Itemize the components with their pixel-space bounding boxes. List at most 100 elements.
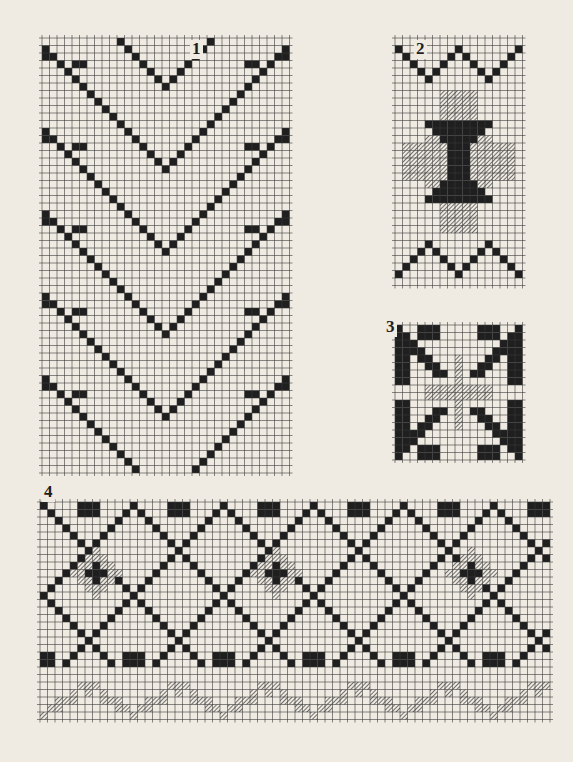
filled-stitch [303,660,311,668]
filled-stitch [408,585,416,593]
grid-line [470,35,471,289]
filled-stitch [453,510,461,518]
hatched-stitch [490,570,498,578]
filled-stitch [515,378,523,386]
grid-line [392,38,526,39]
grid-line [39,383,293,384]
filled-stitch [65,398,73,406]
filled-stitch [55,577,63,585]
filled-stitch [393,510,401,518]
filled-stitch [273,630,281,638]
filled-stitch [318,660,326,668]
filled-stitch [72,76,80,84]
filled-stitch [183,510,191,518]
filled-stitch [243,525,251,533]
hatched-stitch [440,98,448,106]
filled-stitch [385,517,393,525]
hatched-stitch [93,592,101,600]
filled-stitch [95,181,103,189]
grid-line [235,499,236,723]
grid-line [39,173,293,174]
grid-line [39,203,293,204]
filled-stitch [205,577,213,585]
hatched-stitch [455,211,463,219]
filled-stitch [418,423,426,431]
filled-stitch [448,166,456,174]
hatched-stitch [440,143,448,151]
hatched-stitch [453,562,461,570]
filled-stitch [505,577,513,585]
hatched-stitch [265,562,273,570]
filled-stitch [498,652,506,660]
hatched-stitch [70,690,78,698]
hatched-stitch [280,690,288,698]
filled-stitch [147,68,155,76]
filled-stitch [125,46,133,54]
hatched-stitch [403,158,411,166]
filled-stitch [185,61,193,69]
filled-stitch [498,660,506,668]
grid-line [37,667,553,668]
filled-stitch [245,226,253,234]
filled-stitch [207,121,215,129]
filled-stitch [207,203,215,211]
filled-stitch [535,502,543,510]
filled-stitch [265,502,273,510]
filled-stitch [185,391,193,399]
grid-line [392,150,526,151]
filled-stitch [463,196,471,204]
filled-stitch [515,430,523,438]
grid-line [39,450,293,451]
grid-line [70,499,71,723]
filled-stitch [93,562,101,570]
filled-stitch [418,430,426,438]
filled-stitch [162,166,170,174]
hatched-stitch [440,166,448,174]
filled-stitch [93,570,101,578]
grid-line [37,719,553,720]
filled-stitch [78,645,86,653]
hatched-stitch [273,555,281,563]
grid-line [507,35,508,289]
filled-stitch [348,630,356,638]
hatched-stitch [235,705,243,713]
filled-stitch [72,391,80,399]
grid-line [475,499,476,723]
filled-stitch [363,540,371,548]
filled-stitch [470,121,478,129]
filled-stitch [393,660,401,668]
grid-line [425,35,426,289]
filled-stitch [430,532,438,540]
filled-stitch [438,630,446,638]
grid-line [542,499,543,723]
grid-line [432,35,433,289]
hatched-stitch [470,166,478,174]
hatched-stitch [418,151,426,159]
grid-line [160,499,161,723]
hatched-stitch [485,158,493,166]
hatched-stitch [470,226,478,234]
hatched-stitch [433,151,441,159]
filled-stitch [440,121,448,129]
filled-stitch [485,241,493,249]
hatched-stitch [440,91,448,99]
hatched-stitch [483,570,491,578]
hatched-stitch [85,585,93,593]
filled-stitch [108,660,116,668]
filled-stitch [282,376,290,384]
filled-stitch [42,218,50,226]
hatched-stitch [493,173,501,181]
filled-stitch [463,143,471,151]
filled-stitch [123,652,131,660]
hatched-stitch [535,682,543,690]
filled-stitch [333,525,341,533]
filled-stitch [265,570,273,578]
hatched-stitch [175,690,183,698]
pattern-two [392,35,526,289]
filled-stitch [198,525,206,533]
filled-stitch [63,660,71,668]
filled-stitch [410,348,418,356]
filled-stitch [448,196,456,204]
filled-stitch [183,630,191,638]
filled-stitch [115,607,123,615]
